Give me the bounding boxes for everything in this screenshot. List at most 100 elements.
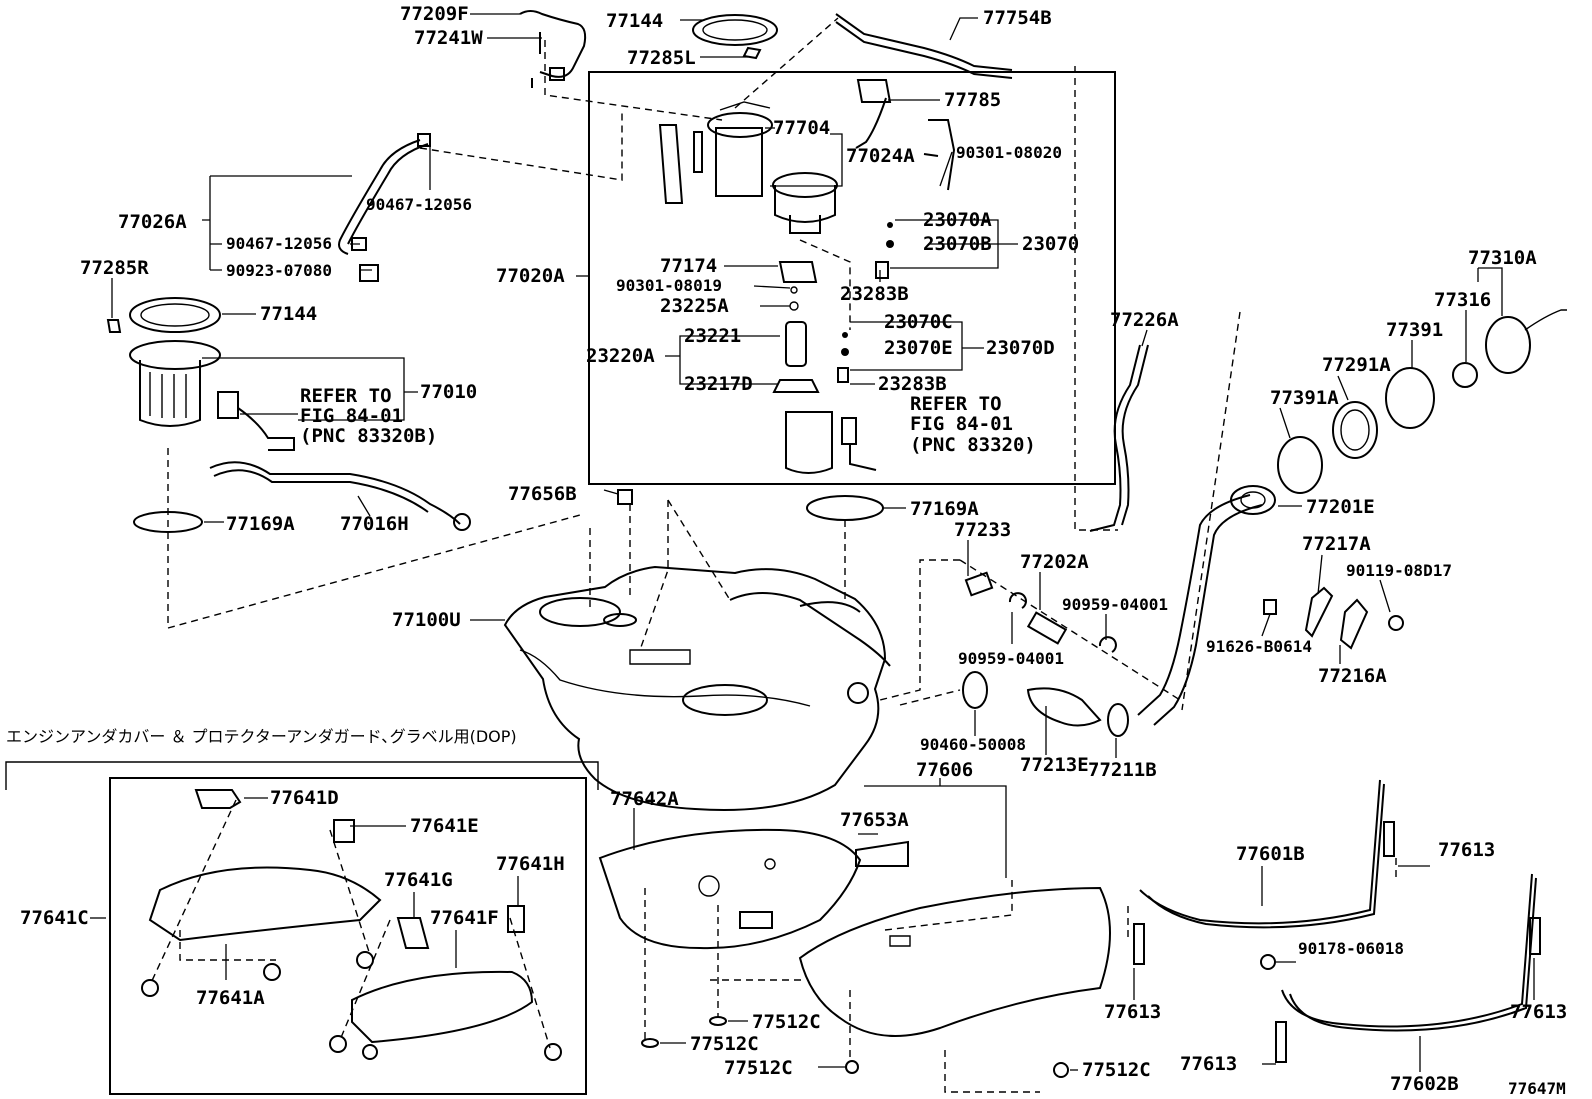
filler-pipe-77201E (1137, 485, 1276, 726)
label-77656B: 77656B (508, 483, 577, 505)
label-77233: 77233 (954, 519, 1011, 541)
label-77512C-a: 77512C (752, 1011, 821, 1033)
label-77391A: 77391A (1270, 387, 1339, 409)
label-23070D: 23070D (986, 337, 1055, 359)
label-77144-left: 77144 (260, 303, 317, 325)
tank-straps (1133, 779, 1541, 1063)
label-77601B: 77601B (1236, 843, 1305, 865)
label-23225A: 23225A (660, 295, 729, 317)
label-77512C-b: 77512C (690, 1033, 759, 1055)
label-23221: 23221 (684, 325, 741, 347)
label-77653A: 77653A (840, 809, 909, 831)
label-77310A: 77310A (1468, 247, 1537, 269)
label-77606: 77606 (916, 759, 973, 781)
label-90959-04001-b: 90959-04001 (958, 649, 1064, 668)
label-77512C-d: 77512C (1082, 1059, 1151, 1081)
sub-tank-77010 (129, 340, 295, 451)
fuel-filter-77024A (772, 172, 838, 234)
label-77613-b: 77613 (1104, 1001, 1161, 1023)
pump-assembly-box (588, 71, 1116, 485)
label-77202A: 77202A (1020, 551, 1089, 573)
label-77213E: 77213E (1020, 754, 1089, 776)
label-77020A: 77020A (496, 265, 565, 287)
label-23220A: 23220A (586, 345, 655, 367)
label-77211B: 77211B (1088, 759, 1157, 781)
label-77641C: 77641C (20, 907, 89, 929)
label-90119-08D17: 90119-08D17 (1346, 561, 1452, 580)
label-77512C-c: 77512C (724, 1057, 793, 1079)
fuel-cap-77310A (1277, 309, 1567, 494)
label-77217A: 77217A (1302, 533, 1371, 555)
under-guard-box (5, 761, 599, 1095)
label-90467-12056-a: 90467-12056 (366, 195, 472, 214)
label-77785: 77785 (944, 89, 1001, 111)
heat-insulator-77606 (798, 840, 1111, 1037)
label-77291A: 77291A (1322, 354, 1391, 376)
gasket-77169A-right (806, 495, 884, 521)
label-77285R: 77285R (80, 257, 149, 279)
label-77024A: 77024A (846, 145, 915, 167)
label-77613-a: 77613 (1438, 839, 1495, 861)
label-23283B-a: 23283B (840, 283, 909, 305)
refer-note-2-line3: (PNC 83320) (910, 434, 1036, 456)
label-90178-06018: 90178-06018 (1298, 939, 1404, 958)
label-77641A: 77641A (196, 987, 265, 1009)
label-77241W: 77241W (414, 27, 483, 49)
label-90923-07080: 90923-07080 (226, 261, 332, 280)
label-77641H: 77641H (496, 853, 565, 875)
label-77026A: 77026A (118, 211, 187, 233)
label-77613-c: 77613 (1180, 1053, 1237, 1075)
under-guard-parts (141, 789, 562, 1061)
label-23070C: 23070C (884, 311, 953, 333)
section-title-dop: エンジンアンダカバー ＆ プロテクターアンダガード､グラベル用(DOP) (6, 727, 517, 746)
sender-gauge-77785 (855, 79, 956, 191)
label-23070A: 23070A (923, 209, 992, 231)
cap-77656B (617, 489, 633, 505)
pump-module-77704 (658, 101, 773, 204)
label-77641G: 77641G (384, 869, 453, 891)
label-77754B: 77754B (983, 7, 1052, 29)
label-91626-B0614: 91626-B0614 (1206, 637, 1312, 656)
label-77641D: 77641D (270, 787, 339, 809)
label-77169A-left: 77169A (226, 513, 295, 535)
label-77285L: 77285L (627, 47, 696, 69)
label-77209F: 77209F (400, 3, 469, 25)
dashed-reference-lines (149, 17, 1397, 1093)
label-23070E: 23070E (884, 337, 953, 359)
label-77316: 77316 (1434, 289, 1491, 311)
label-77642A: 77642A (610, 788, 679, 810)
label-77704: 77704 (773, 117, 830, 139)
vent-hose-77754B (835, 13, 1013, 79)
tank-under-guard-77642A (598, 828, 862, 950)
label-23070: 23070 (1022, 233, 1079, 255)
refer-note-2-line2: FIG 84-01 (910, 413, 1013, 435)
part-labels: 77209F 77241W 77144 77285L 77754B 77785 … (6, 3, 1567, 1098)
refer-note-1-line2: FIG 84-01 (300, 405, 403, 427)
label-77144-top: 77144 (606, 10, 663, 32)
pump-small-parts (772, 222, 894, 474)
label-77641E: 77641E (410, 815, 479, 837)
refer-note-2-line1: REFER TO (910, 393, 1002, 415)
label-90301-08019: 90301-08019 (616, 276, 722, 295)
label-23070B: 23070B (923, 233, 992, 255)
label-77016H: 77016H (340, 513, 409, 535)
label-77641F: 77641F (430, 907, 499, 929)
label-23283B-b: 23283B (878, 373, 947, 395)
label-90460-50008: 90460-50008 (920, 735, 1026, 754)
breather-tube-77226A (1089, 344, 1149, 532)
label-90959-04001-a: 90959-04001 (1062, 595, 1168, 614)
label-77613-d: 77613 (1510, 1001, 1567, 1023)
label-77602B: 77602B (1390, 1073, 1459, 1095)
retainer-ring-77144-top (692, 14, 778, 60)
refer-note-1-line1: REFER TO (300, 385, 392, 407)
fuel-tank-77100U (503, 565, 891, 811)
wire-harness-77209F (519, 10, 587, 88)
label-77201E: 77201E (1306, 496, 1375, 518)
figure-code: 77647M (1508, 1079, 1566, 1098)
hose-group (962, 571, 1129, 737)
label-77010: 77010 (420, 381, 477, 403)
label-77169A-right: 77169A (910, 498, 979, 520)
retainer-ring-77144-left (106, 297, 221, 333)
label-77100U: 77100U (392, 609, 461, 631)
